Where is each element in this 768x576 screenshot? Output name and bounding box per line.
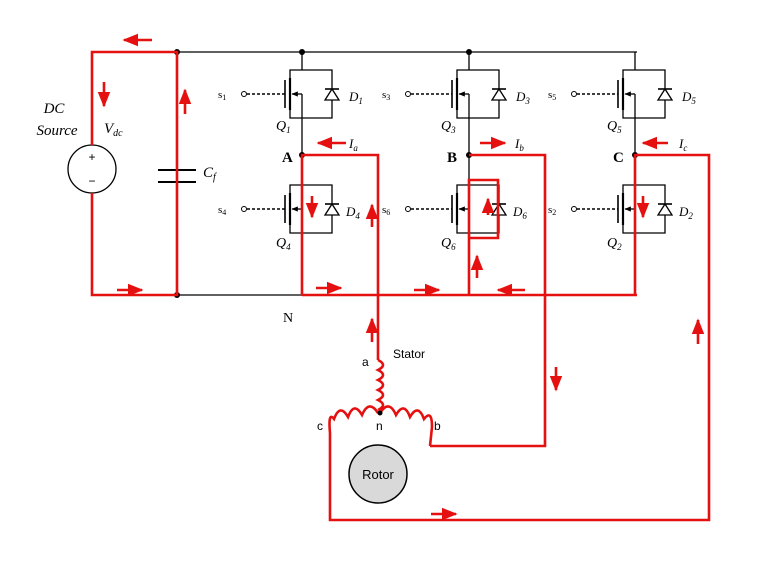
- phase-c-winding-label: c: [317, 419, 323, 433]
- transistor-label-q3: Q3: [441, 119, 456, 135]
- neutral-node-label: N: [283, 311, 293, 326]
- current-ib-label: Ib: [514, 136, 524, 153]
- gate-label-q2: s2: [548, 204, 556, 217]
- transistor-label-q5: Q5: [607, 119, 622, 135]
- motor-neutral-label: n: [376, 419, 383, 433]
- gate-label-q6: s6: [382, 204, 390, 217]
- diode-label-q1: D1: [348, 89, 363, 106]
- dc-bus-wiring: [91, 51, 637, 296]
- transistor-label-q1: Q1: [276, 119, 291, 135]
- gate-label-q4: s4: [218, 204, 226, 217]
- capacitor-label: Cf: [203, 165, 217, 183]
- gate-label-q1: s1: [218, 89, 226, 102]
- gate-label-q5: s5: [548, 89, 556, 102]
- diode-label-q5: D5: [681, 89, 696, 106]
- dc-source-label-line1: DC: [43, 101, 66, 117]
- diode-label-q6: D6: [512, 204, 527, 221]
- vdc-label: Vdc: [104, 121, 123, 139]
- source-minus: −: [88, 174, 95, 188]
- current-direction-arrows: [97, 33, 705, 521]
- rotor: Rotor: [348, 444, 408, 504]
- node-a-label: A: [282, 150, 293, 166]
- dc-source: + −: [67, 144, 117, 194]
- gate-label-q3: s3: [382, 89, 390, 102]
- motor-neutral-dot: [377, 410, 383, 416]
- node-b-label: B: [447, 150, 457, 166]
- transistor-label-q6: Q6: [441, 236, 456, 252]
- transistor-label-q4: Q4: [276, 236, 291, 252]
- rotor-label: Rotor: [362, 467, 394, 482]
- junction-dots: [174, 49, 638, 298]
- source-plus: +: [88, 150, 95, 164]
- current-paths: [90, 50, 711, 522]
- dc-source-label-line2: Source: [36, 123, 77, 139]
- diode-label-q3: D3: [515, 89, 530, 106]
- motor-stator-windings: [328, 358, 434, 447]
- node-c-label: C: [613, 150, 624, 166]
- current-ic-label: Ic: [678, 136, 687, 153]
- current-ia-label: Ia: [348, 136, 358, 153]
- transistor-label-q2: Q2: [607, 236, 622, 252]
- phase-a-winding-label: a: [362, 355, 369, 369]
- diode-label-q2: D2: [678, 204, 693, 221]
- stator-label: Stator: [393, 347, 425, 361]
- diode-label-q4: D4: [345, 204, 360, 221]
- phase-b-winding-label: b: [434, 419, 441, 433]
